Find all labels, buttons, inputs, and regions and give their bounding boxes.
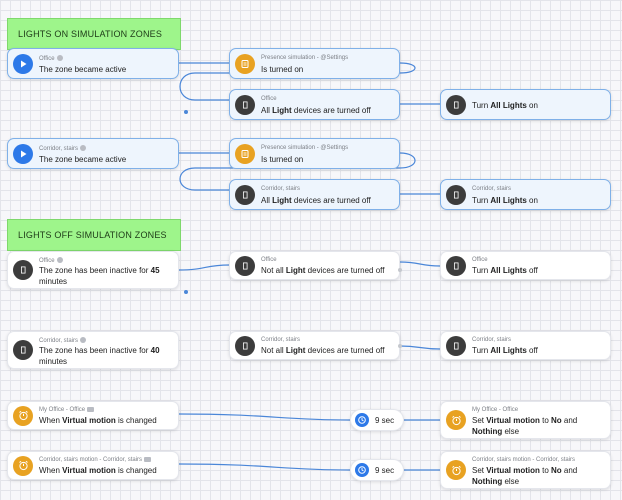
presence-simulation-condition-1[interactable]: Presence simulation - @Settings Is turne… xyxy=(229,48,400,79)
node-text: Turn All Lights off xyxy=(472,266,538,275)
node-text: Turn All Lights on xyxy=(472,196,538,205)
turn-lights-on-action-2[interactable]: Corridor, stairs Turn All Lights on xyxy=(440,179,611,210)
node-subtitle: Presence simulation - @Settings xyxy=(261,145,349,151)
section-label-lights-on: LIGHTS ON SIMULATION ZONES xyxy=(7,18,181,50)
node-subtitle: Office xyxy=(39,258,55,264)
node-text: Not all Light devices are turned off xyxy=(261,266,385,275)
node-text: Set Virtual motion to No and Nothing els… xyxy=(472,416,578,436)
lights-off-condition-office[interactable]: Office All Light devices are turned off xyxy=(229,89,400,120)
node-subtitle: Presence simulation - @Settings xyxy=(261,55,349,61)
delay-timer-1[interactable]: 9 sec xyxy=(350,409,404,431)
node-subtitle: Corridor, stairs xyxy=(472,337,512,343)
node-subtitle: Corridor, stairs xyxy=(472,186,512,192)
node-text: Turn All Lights on xyxy=(472,101,538,110)
node-text: Not all Light devices are turned off xyxy=(261,346,385,355)
door-icon xyxy=(446,255,466,276)
wire-5 xyxy=(179,152,416,191)
clock-icon xyxy=(355,463,369,477)
zone-active-trigger-office[interactable]: Office The zone became active xyxy=(7,48,188,114)
wire-7 xyxy=(178,264,230,271)
node-text: The zone became active xyxy=(39,155,127,164)
zone-inactive-trigger-office[interactable]: Office The zone has been inactive for 45… xyxy=(7,251,179,289)
wire-9 xyxy=(399,345,441,350)
node-text: The zone has been inactive for 40 minute… xyxy=(39,346,160,366)
set-virtual-motion-action-corridor[interactable]: Corridor, stairs motion - Corridor, stai… xyxy=(440,451,611,489)
timer-icon xyxy=(446,410,466,430)
info-icon xyxy=(80,145,87,151)
info-icon xyxy=(56,257,63,263)
delay-timer-2[interactable]: 9 sec xyxy=(350,459,404,481)
door-icon xyxy=(235,255,255,276)
turn-lights-off-action-office[interactable]: Office Turn All Lights off xyxy=(440,251,611,280)
node-subtitle: Office xyxy=(472,257,488,263)
turn-lights-on-action-1[interactable]: Turn All Lights on xyxy=(440,89,611,120)
door-icon xyxy=(446,335,466,356)
zone-active-trigger-corridor[interactable]: Corridor, stairs The zone became active xyxy=(7,138,188,294)
zone-inactive-trigger-corridor[interactable]: Corridor, stairs The zone has been inact… xyxy=(7,331,179,369)
door-icon xyxy=(235,335,255,356)
node-text: Set Virtual motion to No and Nothing els… xyxy=(472,466,578,486)
turn-lights-off-action-corridor[interactable]: Corridor, stairs Turn All Lights off xyxy=(440,331,611,360)
node-subtitle: Office xyxy=(261,257,277,263)
node-text: The zone became active xyxy=(39,65,127,74)
node-subtitle: Corridor, stairs xyxy=(39,146,79,152)
node-text: All Light devices are turned off xyxy=(261,196,371,205)
node-subtitle: Office xyxy=(261,96,277,102)
virtual-motion-trigger-corridor[interactable]: Corridor, stairs motion - Corridor, stai… xyxy=(7,451,179,480)
timer-icon xyxy=(13,405,33,426)
node-text: Is turned on xyxy=(261,65,304,74)
node-subtitle: Corridor, stairs motion - Corridor, stai… xyxy=(472,457,576,463)
wire-8 xyxy=(399,261,441,267)
set-virtual-motion-action-office[interactable]: My Office - Office Set Virtual motion to… xyxy=(440,401,611,439)
not-all-lights-off-condition-office[interactable]: Office Not all Light devices are turned … xyxy=(229,251,402,280)
node-text: Turn All Lights off xyxy=(472,346,538,355)
node-subtitle: My Office - Office xyxy=(472,407,519,413)
node-text: When Virtual motion is changed xyxy=(39,466,157,475)
wire-10 xyxy=(178,413,351,421)
info-icon xyxy=(80,337,87,343)
node-subtitle: Corridor, stairs xyxy=(261,186,301,192)
presence-simulation-icon xyxy=(235,53,255,74)
play-icon xyxy=(13,143,33,164)
not-all-lights-off-condition-corridor[interactable]: Corridor, stairs Not all Light devices a… xyxy=(229,331,402,360)
node-subtitle: Office xyxy=(39,56,55,62)
section-label-lights-off: LIGHTS OFF SIMULATION ZONES xyxy=(7,219,181,251)
door-icon xyxy=(235,94,255,115)
door-icon xyxy=(446,184,466,205)
node-text: Is turned on xyxy=(261,155,304,164)
wire-2 xyxy=(179,62,416,101)
clock-icon xyxy=(355,413,369,427)
door-icon xyxy=(13,260,33,280)
node-subtitle: Corridor, stairs xyxy=(39,338,79,344)
tag-icon xyxy=(87,407,95,412)
timer-icon xyxy=(446,460,466,480)
tag-icon xyxy=(144,457,152,462)
presence-simulation-condition-2[interactable]: Presence simulation - @Settings Is turne… xyxy=(229,138,400,169)
node-text: All Light devices are turned off xyxy=(261,106,371,115)
lights-off-condition-corridor[interactable]: Corridor, stairs All Light devices are t… xyxy=(229,179,400,210)
node-subtitle: My Office - Office xyxy=(39,407,86,413)
node-text: When Virtual motion is changed xyxy=(39,416,157,425)
node-subtitle: Corridor, stairs motion - Corridor, stai… xyxy=(39,457,143,463)
wire-12 xyxy=(178,463,351,471)
door-icon xyxy=(446,94,466,115)
delay-label: 9 sec xyxy=(375,415,395,425)
virtual-motion-trigger-office[interactable]: My Office - Office When Virtual motion i… xyxy=(7,401,179,430)
presence-simulation-icon xyxy=(235,143,255,164)
delay-label: 9 sec xyxy=(375,465,395,475)
timer-icon xyxy=(13,455,33,476)
door-icon xyxy=(13,340,33,360)
node-subtitle: Corridor, stairs xyxy=(261,337,301,343)
play-icon xyxy=(13,53,33,74)
info-icon xyxy=(56,55,63,61)
door-icon xyxy=(235,184,255,205)
node-text: The zone has been inactive for 45 minute… xyxy=(39,266,160,286)
